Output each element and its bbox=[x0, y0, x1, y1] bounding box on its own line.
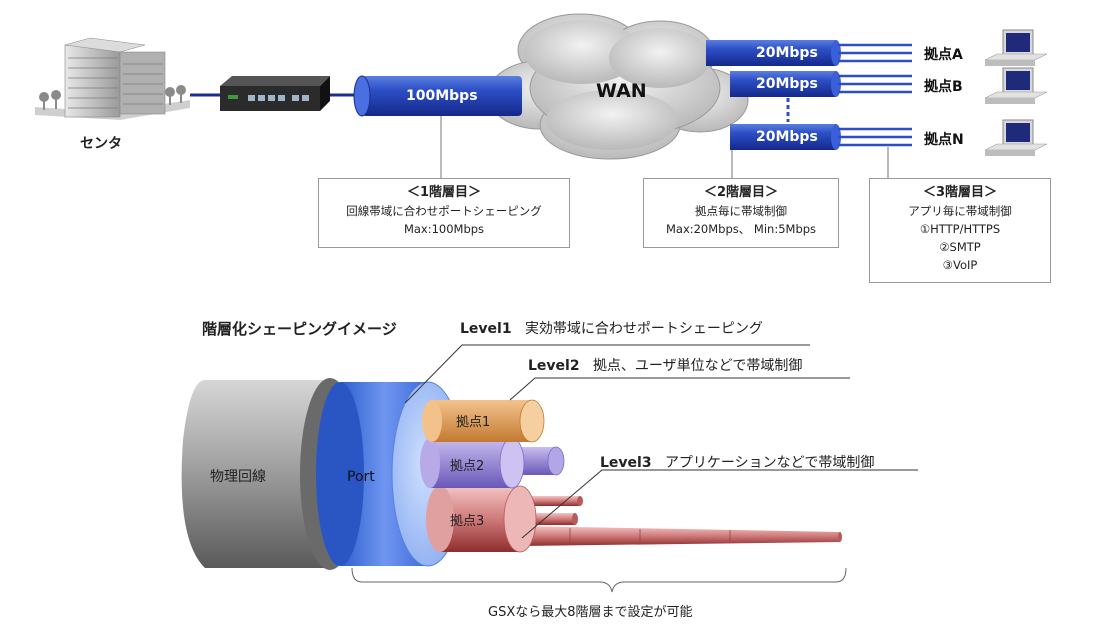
bottom-footnote: GSXなら最大8階層まで設定が可能 bbox=[488, 605, 693, 620]
level2-box-line: Max:20Mbps、 Min:5Mbps bbox=[665, 222, 817, 236]
level3-box: ＜3階層目＞ アプリ毎に帯域制御 ①HTTP/HTTPS ②SMTP ③VoIP bbox=[869, 178, 1051, 283]
site3-label: 拠点3 bbox=[450, 514, 485, 529]
site3-app-lines bbox=[520, 496, 842, 546]
level2-annotation: Level2 拠点、ユーザ単位などで帯域制御 bbox=[528, 355, 802, 375]
router-icon bbox=[220, 76, 330, 111]
wan-label: WAN bbox=[596, 80, 647, 102]
level3-box-line: アプリ毎に帯域制御 bbox=[908, 204, 1012, 218]
site-label-a: 拠点A bbox=[924, 47, 963, 63]
pipe-label-a: 20Mbps bbox=[756, 45, 818, 61]
site-label-n: 拠点N bbox=[924, 132, 964, 148]
level2-name: Level2 bbox=[528, 358, 580, 374]
level3-annotation: Level3 アプリケーションなどで帯域制御 bbox=[600, 452, 874, 472]
port-label: Port bbox=[347, 469, 375, 485]
level1-box-line: Max:100Mbps bbox=[403, 222, 485, 236]
level3-box-line: ①HTTP/HTTPS bbox=[919, 222, 1001, 236]
main-pipe bbox=[353, 75, 522, 117]
site-pipes bbox=[706, 40, 912, 150]
level2-desc: 拠点、ユーザ単位などで帯域制御 bbox=[592, 358, 803, 374]
site-label-b: 拠点B bbox=[924, 79, 963, 95]
site1-cylinder bbox=[422, 399, 545, 443]
physical-line-label: 物理回線 bbox=[210, 469, 266, 485]
pc-icon-a bbox=[984, 29, 1048, 66]
level1-annotation: Level1 実効帯域に合わせポートシェーピング bbox=[460, 318, 763, 338]
pc-icons bbox=[984, 29, 1048, 156]
main-pipe-label: 100Mbps bbox=[406, 88, 478, 104]
network-diagram bbox=[35, 13, 1048, 178]
pc-icon-b bbox=[984, 67, 1048, 104]
pipe-label-b: 20Mbps bbox=[756, 76, 818, 92]
pc-icon-n bbox=[984, 119, 1048, 156]
level3-box-line: ③VoIP bbox=[942, 258, 978, 272]
center-building-icon bbox=[35, 37, 190, 120]
site2-cylinder bbox=[420, 437, 565, 489]
level2-box-title: ＜2階層目＞ bbox=[703, 185, 779, 200]
level3-desc: アプリケーションなどで帯域制御 bbox=[664, 455, 875, 471]
level3-box-line: ②SMTP bbox=[939, 240, 981, 254]
cable-diagram bbox=[181, 344, 918, 593]
site1-label: 拠点1 bbox=[456, 415, 491, 430]
port-cylinder bbox=[316, 381, 465, 567]
level1-desc: 実効帯域に合わせポートシェーピング bbox=[524, 321, 763, 337]
site2-label: 拠点2 bbox=[450, 459, 485, 474]
level-callouts bbox=[404, 344, 918, 539]
level1-box-title: ＜1階層目＞ bbox=[406, 185, 482, 200]
level1-box: ＜1階層目＞ 回線帯域に合わせポートシェーピング Max:100Mbps bbox=[318, 178, 570, 248]
bottom-heading: 階層化シェーピングイメージ bbox=[202, 320, 397, 338]
pipe-label-n: 20Mbps bbox=[756, 129, 818, 145]
bottom-brace bbox=[351, 567, 847, 593]
box-connectors bbox=[440, 116, 889, 178]
level2-box: ＜2階層目＞ 拠点毎に帯域制御 Max:20Mbps、 Min:5Mbps bbox=[643, 178, 839, 248]
level3-name: Level3 bbox=[600, 455, 652, 471]
level3-box-title: ＜3階層目＞ bbox=[922, 185, 998, 200]
site3-cylinder bbox=[426, 485, 537, 553]
level1-box-line: 回線帯域に合わせポートシェーピング bbox=[346, 204, 542, 218]
level2-box-line: 拠点毎に帯域制御 bbox=[695, 204, 787, 218]
level1-name: Level1 bbox=[460, 321, 512, 337]
center-label: センタ bbox=[80, 136, 122, 152]
